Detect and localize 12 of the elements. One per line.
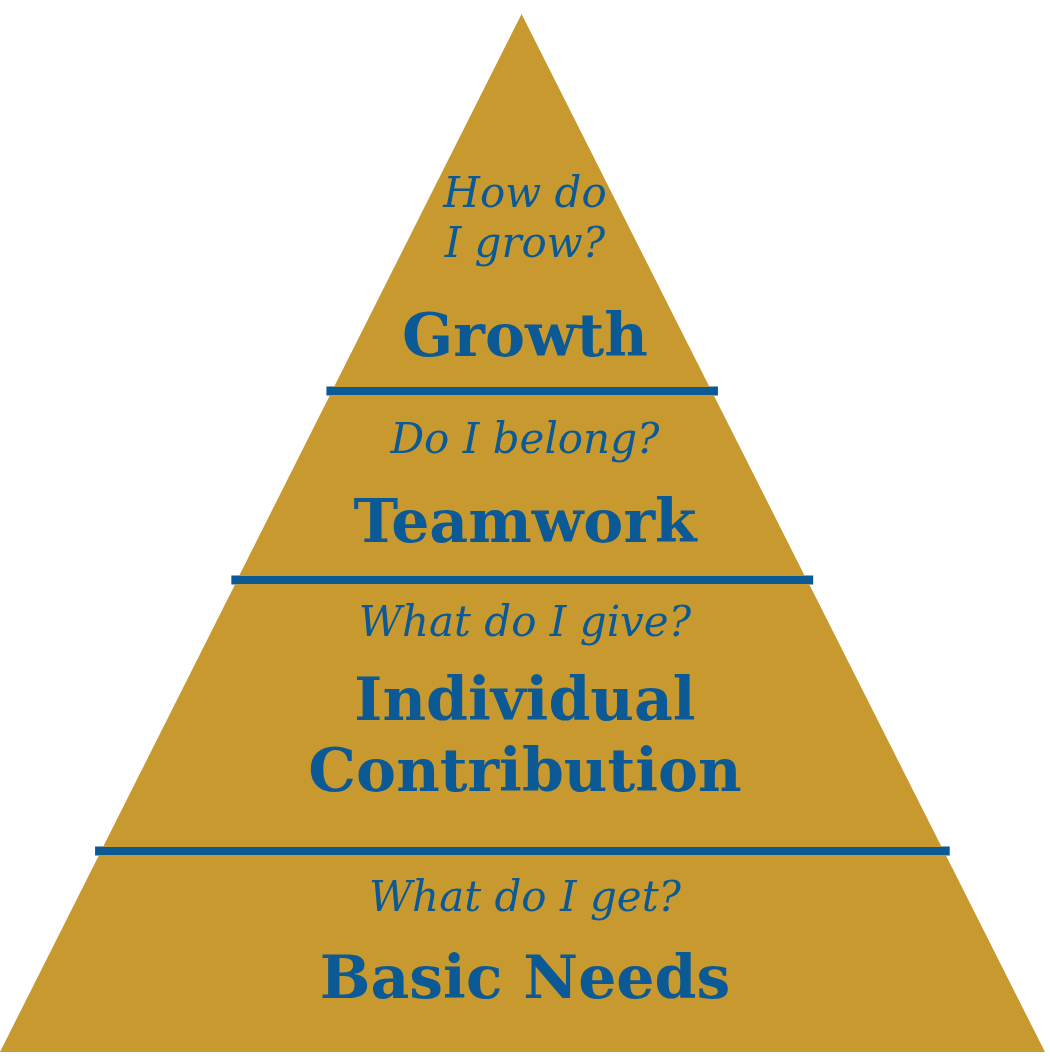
- tier-title: Growth: [401, 300, 649, 371]
- tier-title: Basic Needs: [318, 942, 732, 1013]
- tier-title: Teamwork: [352, 486, 699, 557]
- tier-question: What do I get?: [367, 872, 683, 923]
- pyramid-tier: [103, 584, 942, 847]
- pyramid-tier: [334, 14, 710, 387]
- pyramid-tier: [0, 855, 1045, 1052]
- tier-title: Individual Contribution: [307, 664, 743, 806]
- tier-question: Do I belong?: [389, 414, 661, 465]
- tier-question: How do I grow?: [441, 168, 608, 269]
- pyramid-tier: [239, 395, 806, 576]
- tier-question: What do I give?: [357, 597, 693, 648]
